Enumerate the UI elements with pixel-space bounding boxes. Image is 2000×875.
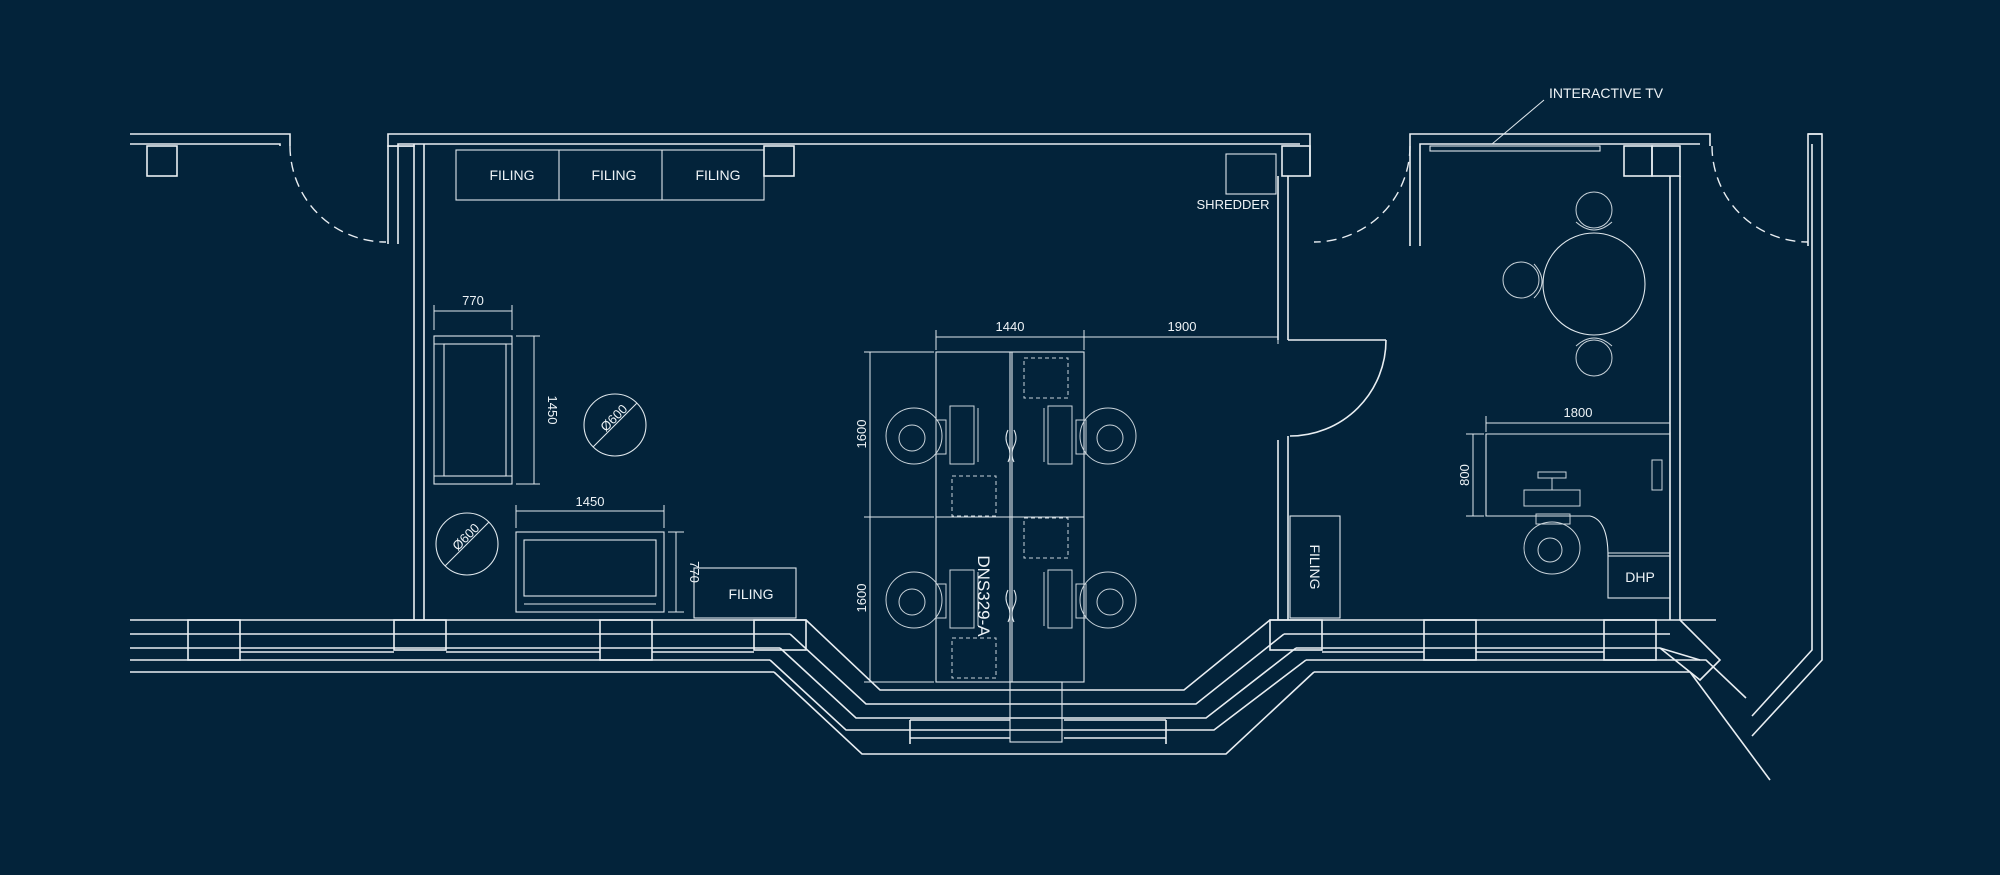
- dhp-unit: DHP: [1607, 555, 1671, 599]
- interactive-tv: INTERACTIVE TV: [1429, 85, 1664, 152]
- dimension-couch: 1450 770: [515, 494, 702, 613]
- dimension-office-desk: 1800 800: [1457, 405, 1671, 517]
- armchair-sofa: [433, 335, 513, 485]
- filing-label-5: FILING: [1307, 544, 1323, 589]
- workstation-top-right: [1043, 405, 1137, 465]
- dim-round-table-2: Ø600: [449, 520, 482, 553]
- filing-label-4: FILING: [728, 586, 773, 602]
- shredder: SHREDDER: [1197, 153, 1277, 212]
- round-table-2: Ø600: [435, 512, 499, 576]
- filing-cabinet-bottom: FILING: [693, 567, 797, 619]
- dim-desk-depth-bottom: 1600: [854, 584, 869, 613]
- round-table-1: Ø600: [583, 393, 647, 457]
- workstation-bottom-left: [885, 569, 979, 629]
- dim-desk-cluster-width: 1440: [996, 319, 1025, 334]
- desk-cluster: [935, 351, 1085, 743]
- meeting-table: [1502, 191, 1646, 377]
- couch: [515, 531, 665, 613]
- office-desk: [1485, 433, 1671, 575]
- walls: [130, 133, 1823, 781]
- interactive-tv-label: INTERACTIVE TV: [1549, 85, 1664, 101]
- room-code: DNS329-A: [974, 555, 993, 637]
- dim-round-table-1: Ø600: [597, 401, 630, 434]
- workstation-top-left: [885, 405, 979, 465]
- dimension-desk-cluster: 1440 1900 1600 1600: [854, 319, 1279, 683]
- shredder-label: SHREDDER: [1197, 197, 1270, 212]
- dim-clearance: 1900: [1168, 319, 1197, 334]
- filing-label-1: FILING: [489, 167, 534, 183]
- workstation-bottom-right: [1043, 569, 1137, 629]
- dhp-label: DHP: [1625, 569, 1655, 585]
- filing-label-3: FILING: [695, 167, 740, 183]
- dim-office-desk-depth: 800: [1457, 464, 1472, 486]
- dim-sofa-length: 1450: [545, 396, 560, 425]
- dim-desk-depth-top: 1600: [854, 420, 869, 449]
- dim-office-desk-width: 1800: [1564, 405, 1593, 420]
- filing-cabinet-partition: FILING: [1289, 515, 1341, 619]
- filing-cabinets-top: FILING FILING FILING: [455, 149, 765, 201]
- dim-couch-depth: 770: [687, 561, 702, 583]
- doors: [289, 145, 1809, 440]
- dimension-sofa: 770 1450: [433, 293, 560, 485]
- dim-sofa-width: 770: [462, 293, 484, 308]
- dim-couch-width: 1450: [576, 494, 605, 509]
- filing-label-2: FILING: [591, 167, 636, 183]
